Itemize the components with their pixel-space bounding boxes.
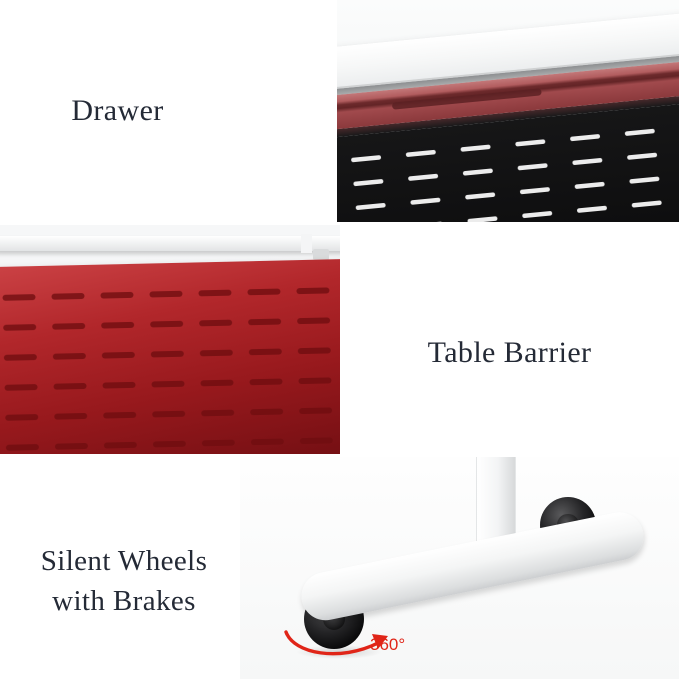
bar-bracket — [313, 249, 329, 260]
drawer-handle-groove — [391, 88, 542, 110]
foot-beam — [297, 508, 648, 625]
table-barrier-label: Table Barrier — [427, 335, 592, 369]
rotation-arrow-icon — [284, 630, 388, 656]
bar-gap — [301, 234, 312, 253]
silent-wheels-label: Silent Wheels with Brakes — [40, 544, 208, 617]
silent-wheels-label-cell: Silent Wheels with Brakes — [0, 457, 248, 679]
rotation-degree-label: 360° — [370, 635, 406, 654]
wheels-photo: 360° — [240, 457, 679, 679]
row-silent-wheels: Silent Wheels with Brakes 360° — [0, 457, 679, 679]
drawer-photo — [337, 0, 679, 222]
red-dash-pattern — [0, 276, 340, 454]
white-dash-pattern — [344, 113, 679, 222]
table-barrier-photo — [0, 225, 340, 454]
row-drawer: Drawer — [0, 0, 679, 222]
drawer-assembly — [337, 9, 679, 222]
drawer-label-cell: Drawer — [0, 0, 235, 222]
drawer-label: Drawer — [71, 94, 164, 128]
perforated-panel-red — [0, 258, 340, 454]
row-table-barrier: Table Barrier — [0, 225, 679, 454]
table-barrier-label-cell: Table Barrier — [340, 225, 679, 454]
folded-tabletop-bar — [0, 236, 340, 251]
perforated-panel-black — [337, 99, 679, 222]
